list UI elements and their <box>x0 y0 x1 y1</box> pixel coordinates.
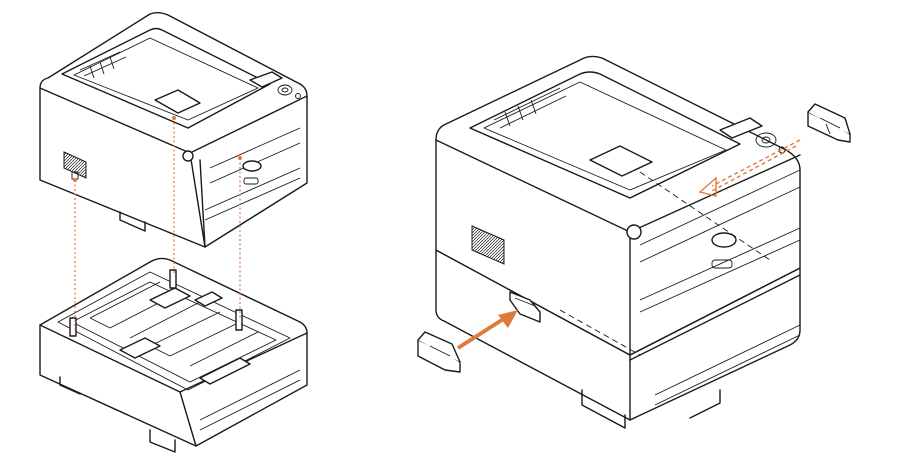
insert-arrow-solid <box>456 310 518 350</box>
right-dashed-guides <box>559 171 771 356</box>
side-cover-right <box>807 103 851 143</box>
left-printer <box>39 12 308 248</box>
side-cover-left <box>417 331 461 373</box>
left-alignment-guides <box>73 116 242 330</box>
insert-arrow-dashed <box>698 139 801 197</box>
left-tray-unit <box>39 257 308 453</box>
right-printer-assembly <box>435 55 801 429</box>
